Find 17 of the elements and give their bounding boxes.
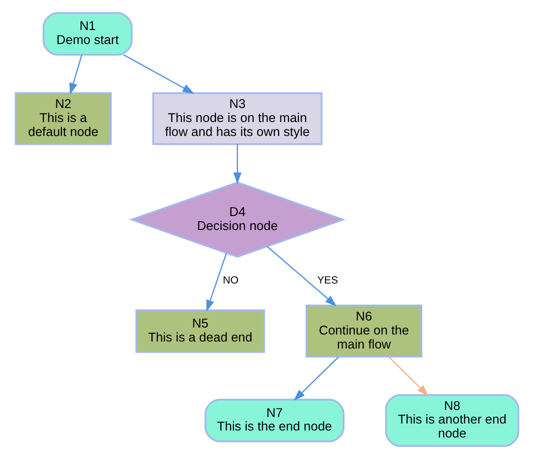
arrow xyxy=(68,54,82,95)
arrow xyxy=(122,54,194,94)
node-box: N3 This node is on the main flow and has its own style xyxy=(152,92,322,146)
arrow xyxy=(293,356,338,401)
arrow xyxy=(266,246,336,306)
arrow xyxy=(206,252,226,312)
edge-label: YES xyxy=(316,276,338,287)
edge-label: NO xyxy=(222,276,238,287)
node-diamond: D4 Decision node xyxy=(128,182,346,258)
node-box: N6 Continue on the main flow xyxy=(305,304,422,358)
arrow xyxy=(232,144,241,184)
node-box: N1 Demo start xyxy=(42,12,132,56)
node-box: N2 This is a default node xyxy=(14,92,112,146)
node-box: N8 This is another end node xyxy=(384,394,519,447)
node-box: N5 This is a dead end xyxy=(135,309,264,353)
node-box: N7 This is the end node xyxy=(204,398,344,442)
arrow xyxy=(388,356,428,396)
